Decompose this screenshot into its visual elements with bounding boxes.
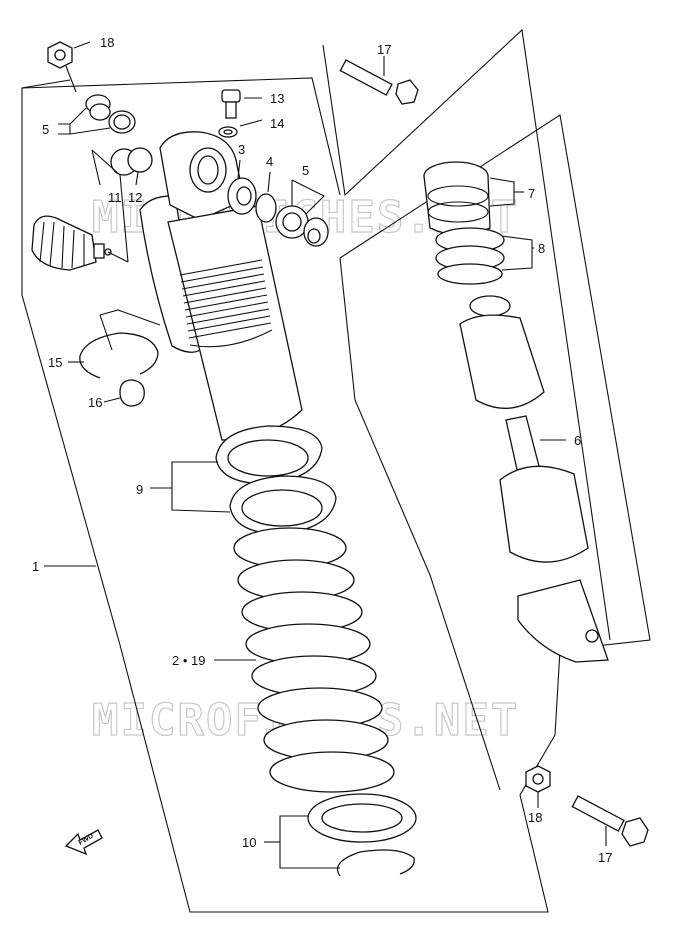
collar-3 bbox=[227, 177, 257, 215]
cap-16 bbox=[119, 379, 145, 407]
label-8: 8 bbox=[538, 241, 545, 256]
label-17-top: 17 bbox=[377, 42, 391, 57]
spring-seat-10 bbox=[307, 793, 417, 877]
label-12: 12 bbox=[128, 190, 142, 205]
label-18-bottom: 18 bbox=[528, 810, 542, 825]
label-15: 15 bbox=[48, 355, 62, 370]
label-11: 11 bbox=[108, 190, 122, 205]
bolt-17-bottom bbox=[571, 795, 649, 847]
label-17-bottom: 17 bbox=[598, 850, 612, 865]
bolt-17-top bbox=[339, 59, 419, 105]
washer-14 bbox=[218, 126, 238, 138]
bolt-13 bbox=[221, 89, 241, 119]
label-6: 6 bbox=[574, 433, 581, 448]
nut-18-top bbox=[47, 41, 73, 69]
label-5-left: 5 bbox=[42, 122, 49, 137]
shock-body bbox=[139, 131, 303, 441]
label-5-right: 5 bbox=[302, 163, 309, 178]
label-10: 10 bbox=[242, 835, 256, 850]
label-2-19: 2 • 19 bbox=[172, 653, 205, 668]
bushing-5-left bbox=[85, 94, 136, 134]
label-1: 1 bbox=[32, 559, 39, 574]
label-3: 3 bbox=[238, 142, 245, 157]
bump-stop-7 bbox=[423, 161, 491, 236]
spacer-8 bbox=[435, 227, 505, 285]
nut-18-bottom bbox=[525, 765, 551, 793]
fwd-arrow-icon: FWD bbox=[64, 829, 103, 856]
reservoir-valve bbox=[31, 215, 112, 271]
spring-2-19 bbox=[233, 527, 395, 793]
seal-5-right bbox=[275, 205, 329, 247]
rings-11-12 bbox=[110, 147, 153, 176]
damper-outline bbox=[322, 28, 611, 641]
ring-4 bbox=[255, 193, 277, 223]
label-4: 4 bbox=[266, 154, 273, 169]
shock-threads bbox=[179, 259, 273, 348]
label-14: 14 bbox=[270, 116, 284, 131]
label-7: 7 bbox=[528, 186, 535, 201]
ring-15 bbox=[79, 332, 159, 379]
assembly-outline-left bbox=[21, 79, 651, 913]
label-16: 16 bbox=[88, 395, 102, 410]
assembly-outline-top bbox=[21, 77, 341, 196]
label-18-top: 18 bbox=[100, 35, 114, 50]
label-13: 13 bbox=[270, 91, 284, 106]
label-9: 9 bbox=[136, 482, 143, 497]
damper-6 bbox=[459, 295, 609, 663]
adjuster-nuts-9 bbox=[215, 425, 337, 535]
